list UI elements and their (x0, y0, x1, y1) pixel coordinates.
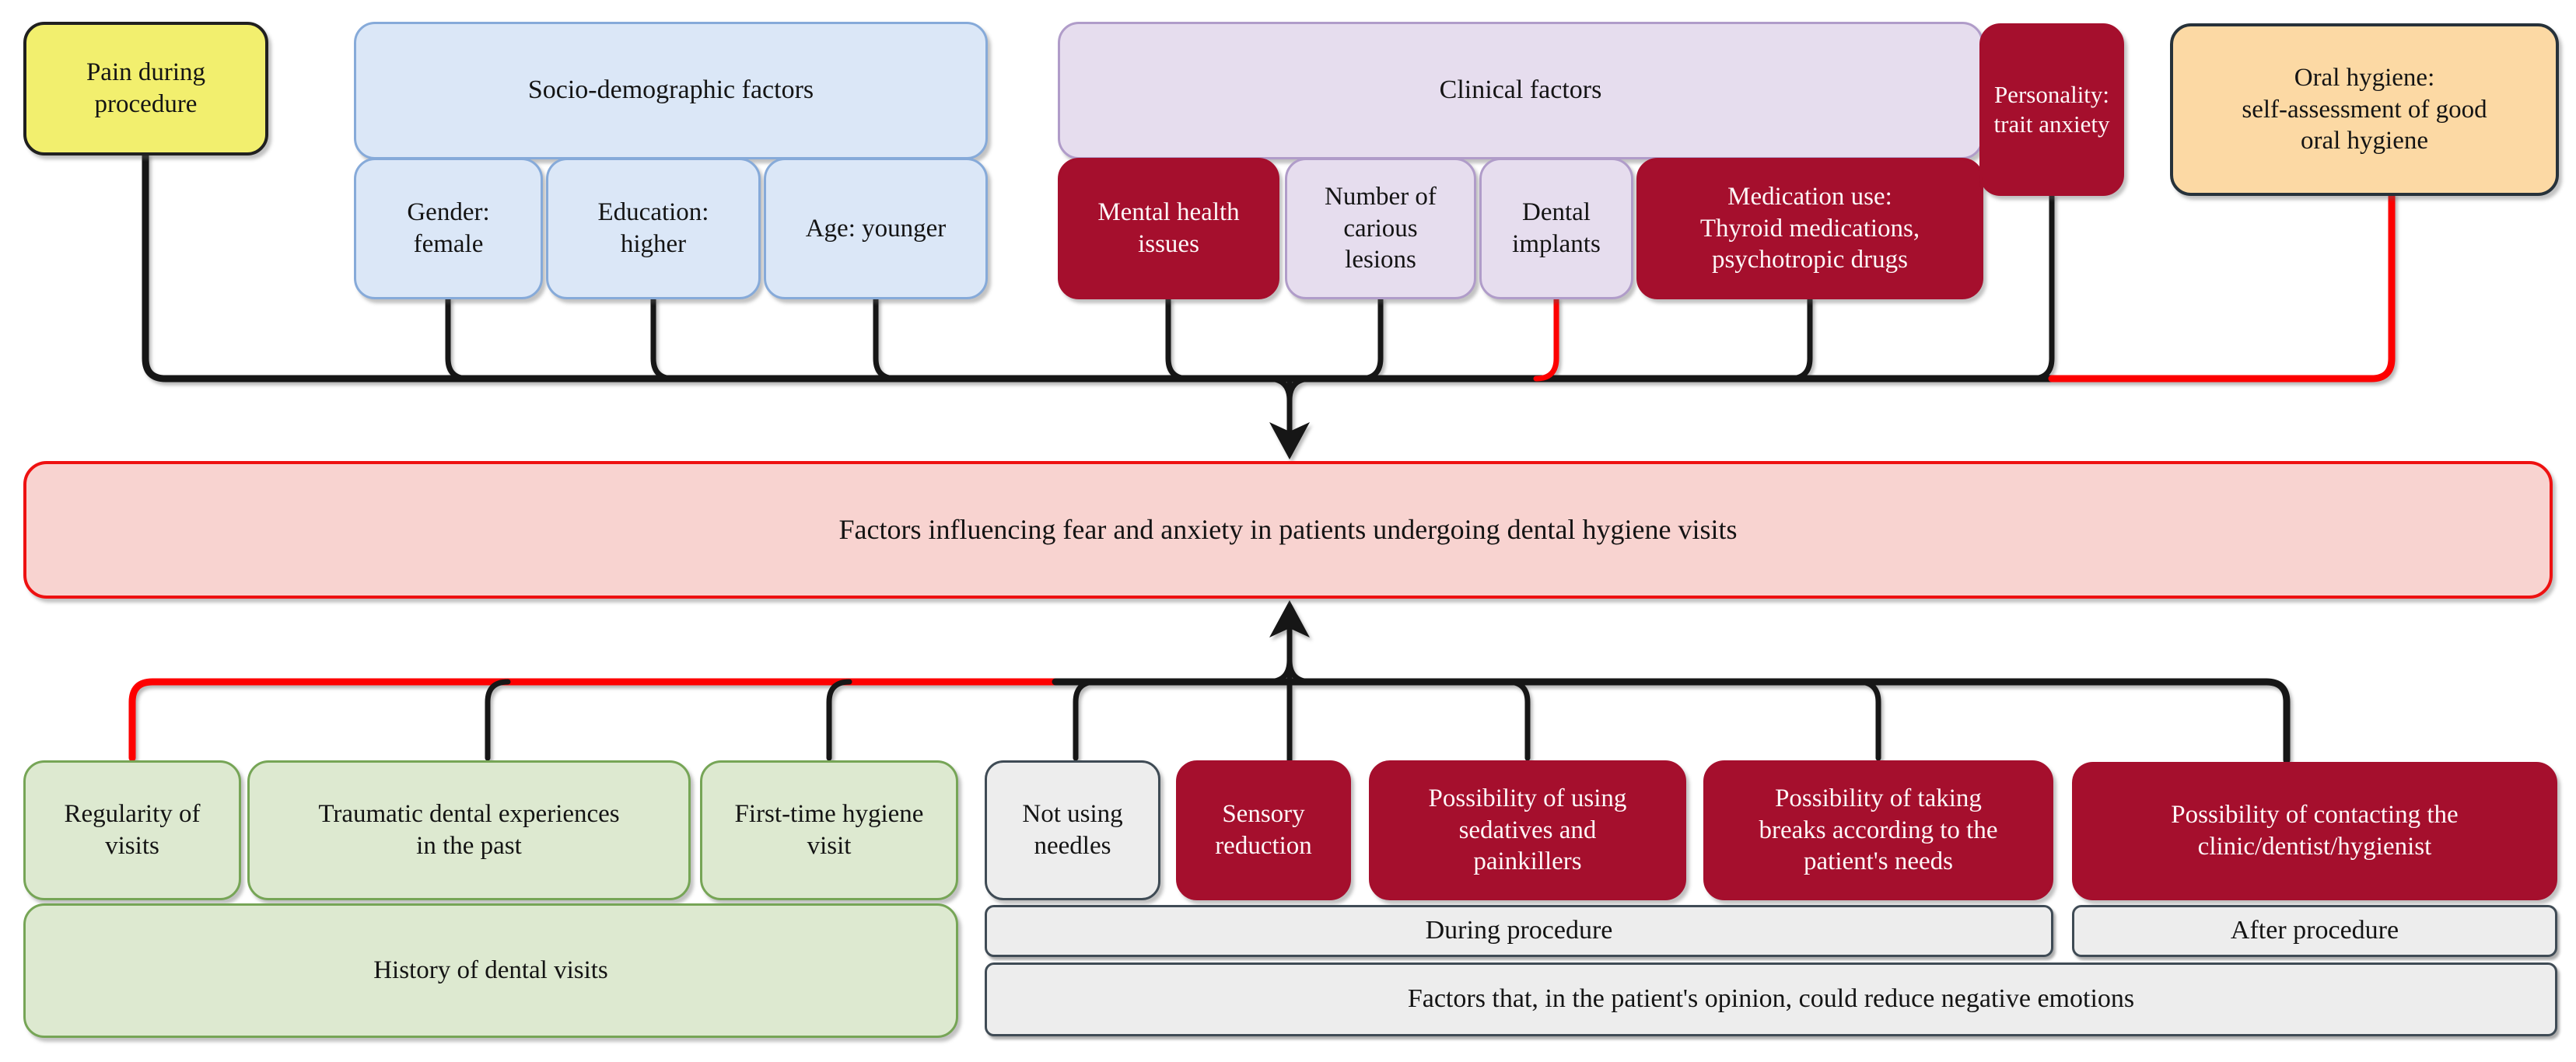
box-traumatic-experiences: Traumatic dental experiences in the past (247, 760, 691, 900)
box-sedatives-painkillers: Possibility of using sedatives and paink… (1369, 760, 1686, 900)
bar-factors-reduce-negative-emotions: Factors that, in the patient's opinion, … (985, 962, 2557, 1036)
box-mental-health-issues: Mental health issues (1058, 158, 1279, 299)
branch-carious (1357, 296, 1384, 382)
branch-implants-red (1533, 296, 1559, 382)
arrow-down-icon (1269, 422, 1310, 459)
top-merge-right (1286, 376, 1314, 403)
box-socio-demographic-factors: Socio-demographic factors (354, 22, 988, 159)
box-first-time-hygiene-visit: First-time hygiene visit (700, 760, 958, 900)
branch-mental (1165, 296, 1192, 382)
box-number-of-carious-lesions: Number of carious lesions (1285, 158, 1476, 299)
box-personality-trait-anxiety: Personality: trait anxiety (1979, 23, 2124, 196)
arrow-up-icon (1269, 600, 1310, 638)
box-pain-during-procedure: Pain during procedure (23, 22, 268, 155)
top-connector-red (2048, 192, 2396, 383)
box-sensory-reduction: Sensory reduction (1176, 760, 1351, 900)
bar-during-procedure: During procedure (985, 905, 2053, 957)
box-contacting-clinic: Possibility of contacting the clinic/den… (2072, 762, 2557, 900)
bottom-connector-black (1052, 678, 2291, 764)
box-oral-hygiene: Oral hygiene: self-assessment of good or… (2170, 23, 2559, 196)
box-history-of-dental-visits: History of dental visits (23, 903, 958, 1038)
branch-age (873, 296, 899, 382)
box-gender-female: Gender: female (354, 158, 543, 299)
box-age-younger: Age: younger (764, 158, 988, 299)
branch-needles (1073, 679, 1099, 761)
branch-medication (1787, 296, 1813, 382)
bottom-merge-right (1286, 657, 1314, 685)
branch-traumatic (485, 679, 511, 761)
branch-education (650, 296, 677, 382)
top-connector-black (142, 152, 2056, 383)
branch-firsttime (826, 679, 852, 761)
branch-breaks (1855, 679, 1881, 761)
branch-personality (2028, 193, 2055, 382)
box-regularity-of-visits: Regularity of visits (23, 760, 241, 900)
bottom-connector-red (128, 678, 1081, 762)
box-not-using-needles: Not using needles (985, 760, 1160, 900)
box-education-higher: Education: higher (546, 158, 761, 299)
box-central-factors: Factors influencing fear and anxiety in … (23, 461, 2553, 599)
box-clinical-factors: Clinical factors (1058, 22, 1983, 159)
branch-sedatives (1504, 679, 1531, 761)
box-dental-implants: Dental implants (1479, 158, 1633, 299)
box-taking-breaks: Possibility of taking breaks according t… (1703, 760, 2053, 900)
bar-after-procedure: After procedure (2072, 905, 2557, 957)
branch-gender (445, 296, 471, 382)
box-medication-use: Medication use: Thyroid medications, psy… (1636, 158, 1983, 299)
